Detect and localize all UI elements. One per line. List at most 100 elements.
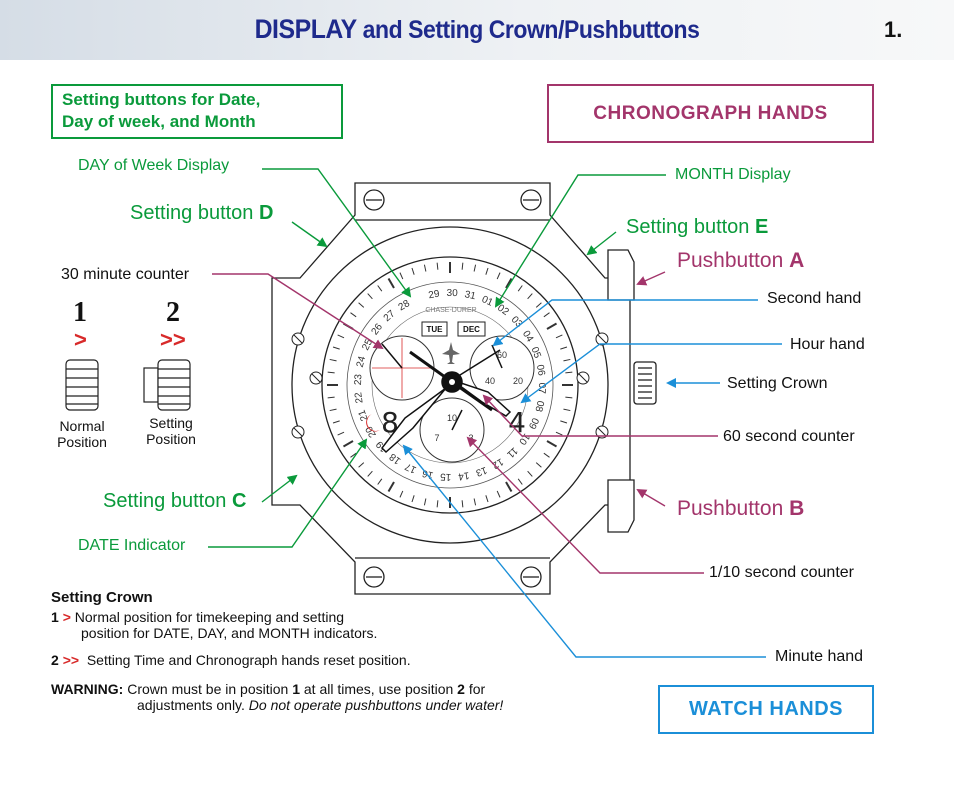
month-text: DEC <box>463 325 480 334</box>
chronograph-hands-box: CHRONOGRAPH HANDS <box>547 84 874 143</box>
sub10-label-7: 7 <box>434 433 439 443</box>
minute-tick <box>563 408 571 412</box>
minute-tick <box>505 277 513 289</box>
minute-tick <box>560 420 568 424</box>
date-ring-number: 08 <box>532 399 545 413</box>
date-ring-number: 09 <box>526 416 541 431</box>
minute-tick <box>358 302 365 308</box>
minute-tick <box>527 470 533 477</box>
minute-ticks <box>327 262 573 508</box>
date-ring-number: 22 <box>353 391 366 404</box>
minute-tick <box>473 264 477 272</box>
minute-tick <box>565 396 573 399</box>
date-ring-number: 14 <box>457 469 470 482</box>
leader-button-d <box>291 221 328 248</box>
leader-date-indicator <box>208 438 368 548</box>
chrono-tenth-hand <box>451 409 463 431</box>
minute-tick <box>496 490 501 498</box>
date-ring-number: 23 <box>353 373 365 385</box>
date-ring-number: 15 <box>439 471 451 483</box>
sub60-label-60: 60 <box>497 350 507 360</box>
date-ring-number: 01 <box>480 294 495 309</box>
warning-line-1: WARNING: Crown must be in position 1 at … <box>51 681 486 697</box>
minute-tick <box>367 293 373 300</box>
watch-hands-box: WATCH HANDS <box>658 685 874 734</box>
warning-line-2: adjustments only. Do not operate pushbut… <box>137 697 504 713</box>
airplane-logo-icon <box>442 342 460 364</box>
crown-position-1-number: 1 <box>73 297 87 328</box>
minute-tick <box>423 498 427 506</box>
minute-tick <box>555 431 563 436</box>
header-bar <box>0 0 954 60</box>
setting-buttons-line-1: Setting buttons for Date, <box>62 90 261 109</box>
label-tenth-second-counter: 1/10 second counter <box>709 564 854 581</box>
label-30-minute-counter: 30 minute counter <box>61 266 190 283</box>
minute-tick <box>565 371 573 374</box>
leader-second-hand <box>492 299 758 347</box>
chrono-second-hand <box>491 344 503 369</box>
label-pushbutton-b: Pushbutton B <box>677 497 805 520</box>
notes-title: Setting Crown <box>51 589 153 606</box>
minute-tick <box>505 481 513 493</box>
minute-tick <box>350 312 357 318</box>
sub60-label-20: 20 <box>513 376 523 386</box>
crown-normal-position-icon <box>65 359 99 411</box>
setting-crown-notes: Setting Crown 1 > Normal position for ti… <box>51 589 611 713</box>
minute-tick <box>461 500 464 508</box>
date-ring-number: 12 <box>490 456 506 471</box>
minute-tick <box>485 267 489 275</box>
minute-tick <box>377 285 383 292</box>
minute-tick <box>399 490 404 498</box>
crown-position-1-chevron: > <box>74 327 87 352</box>
minute-tick <box>485 495 489 503</box>
label-minute-hand: Minute hand <box>775 648 864 665</box>
label-button-e: Setting button E <box>626 216 769 238</box>
leader-button-c <box>261 474 298 503</box>
setting-buttons-box: Setting buttons for Date, Day of week, a… <box>51 84 343 139</box>
minute-tick <box>329 408 337 412</box>
minute-tick <box>350 452 357 458</box>
minute-tick <box>411 495 415 503</box>
minute-tick <box>563 358 571 362</box>
day-text: TUE <box>427 325 444 334</box>
minute-tick <box>411 267 415 275</box>
chrono-minute-hand <box>381 343 403 369</box>
brand-text: CHASE-DURER <box>425 307 476 314</box>
date-ring-number: 28 <box>397 298 413 313</box>
label-60-second-counter: 60 second counter <box>723 428 855 445</box>
date-ring-number: 06 <box>534 364 547 377</box>
crown-position-2-chevron: >> <box>160 327 186 352</box>
crown-setting-position-icon <box>143 359 191 411</box>
label-date-indicator: DATE Indicator <box>78 537 186 554</box>
date-ring-number: 17 <box>403 460 418 475</box>
leader-pushbutton-b <box>636 488 666 507</box>
minute-tick <box>327 371 335 374</box>
minute-tick <box>436 262 439 270</box>
label-button-d: Setting button D <box>130 202 274 224</box>
minute-tick <box>535 462 542 468</box>
numeral-4: 4 <box>508 406 526 439</box>
minute-tick <box>535 302 542 308</box>
minute-tick <box>327 396 335 399</box>
minute-tick <box>342 440 354 448</box>
watch-hands <box>381 343 512 454</box>
date-ring-number: 20 <box>364 424 379 440</box>
minute-tick <box>461 262 464 270</box>
minute-tick <box>473 498 477 506</box>
leader-pushbutton-a <box>636 271 666 286</box>
notes-line-2: 2 >> Setting Time and Chronograph hands … <box>51 652 411 668</box>
leader-minute-hand <box>402 444 766 658</box>
page-title: DISPLAY and Setting Crown/Pushbuttons <box>254 14 700 44</box>
minute-tick <box>399 272 404 280</box>
minute-tick <box>337 334 345 339</box>
leader-month-display <box>494 174 666 308</box>
page-number: 1. <box>884 17 903 42</box>
minute-tick <box>423 264 427 272</box>
minute-tick <box>387 481 395 493</box>
minute-tick <box>546 440 558 448</box>
notes-line-1: 1 > Normal position for timekeeping and … <box>51 609 345 625</box>
leader-tenth-second-counter <box>466 436 704 574</box>
